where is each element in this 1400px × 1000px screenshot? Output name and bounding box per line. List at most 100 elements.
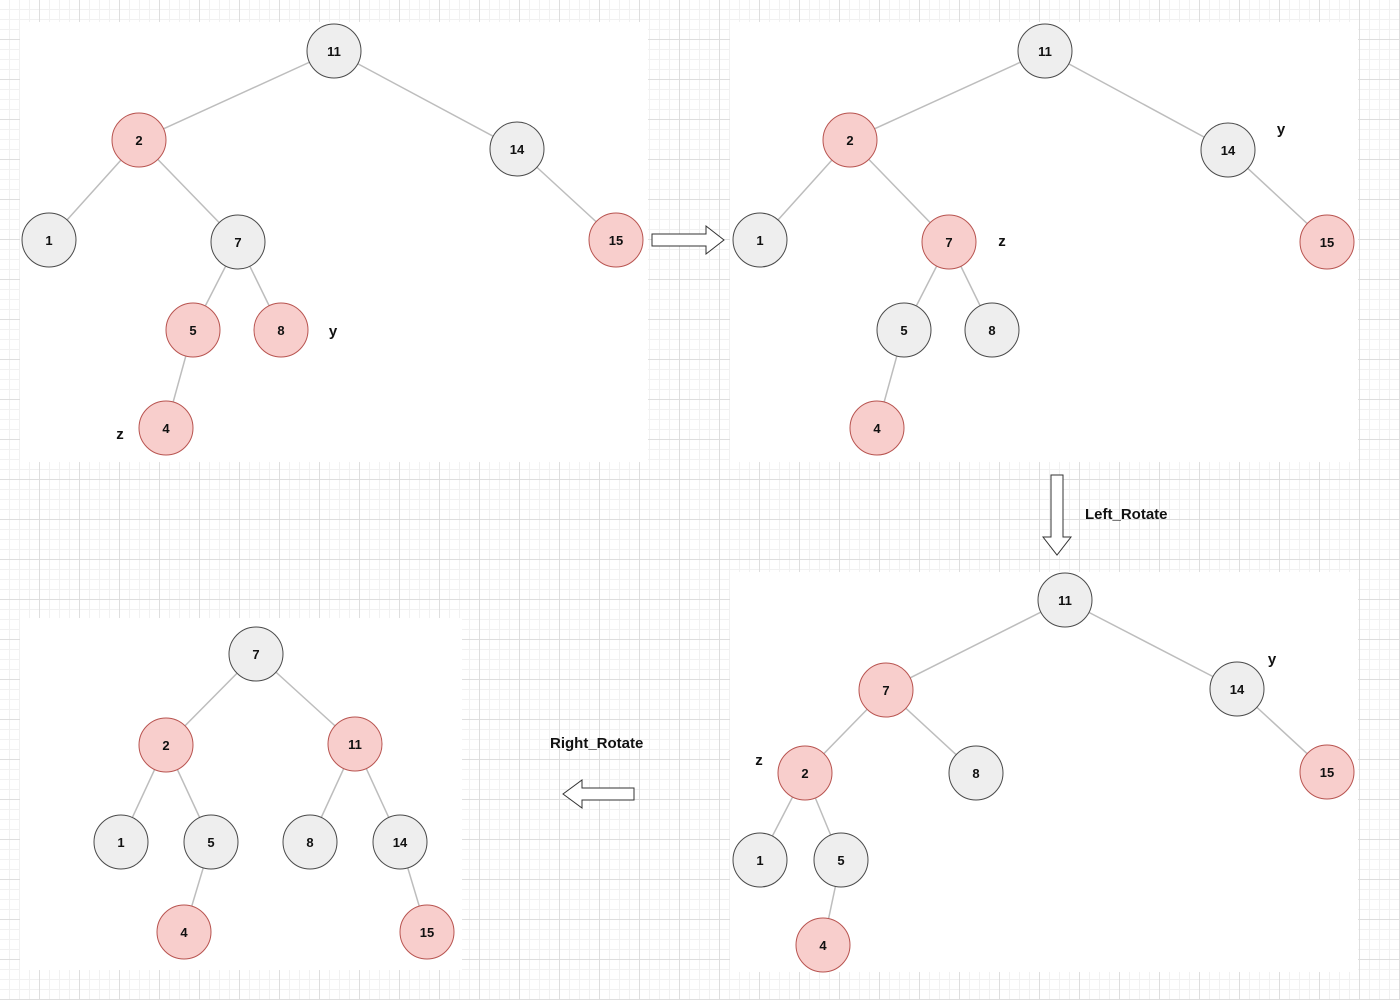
right-rotate-label: Right_Rotate [550,735,644,752]
node-key: 7 [234,235,241,250]
tree-2-marker-y: y [1277,121,1286,138]
node-key: 5 [189,323,196,338]
node-key: 5 [837,853,844,868]
tree-4-node-15: 15 [399,904,455,960]
tree-1-node-5: 5 [165,302,221,358]
tree-1-edge-11-14 [333,50,518,150]
panel-tree-3 [730,572,1358,972]
node-key: 5 [207,835,214,850]
left-arrow-icon [562,779,635,809]
node-circle [489,121,545,177]
node-circle [795,917,851,973]
tree-1-node-15: 15 [588,212,644,268]
node-key: 11 [1058,593,1072,608]
tree-4-node-14: 14 [372,814,428,870]
tree-4-node-11: 11 [327,716,383,772]
node-key: 2 [801,766,808,781]
node-key: 1 [117,835,124,850]
tree-3-node-15: 15 [1299,744,1355,800]
tree-3-node-4: 4 [795,917,851,973]
tree-1-node-11: 11 [306,23,362,79]
tree-3-node-2: 2 [777,745,833,801]
node-circle [964,302,1020,358]
node-key: 15 [1320,765,1334,780]
tree-3-marker-y: y [1268,651,1277,668]
tree-4-node-4: 4 [156,904,212,960]
right-arrow-icon [651,224,725,256]
node-circle [21,212,77,268]
node-key: 4 [819,938,827,953]
node-circle [93,814,149,870]
tree-1-edge-11-2 [138,50,335,141]
node-circle [165,302,221,358]
node-key: 2 [162,738,169,753]
node-circle [306,23,362,79]
tree-2-node-11: 11 [1017,23,1073,79]
tree-3-edge-11-14 [1064,599,1238,690]
node-key: 15 [420,925,434,940]
node-circle [156,904,212,960]
tree-4-node-1: 1 [93,814,149,870]
tree-3-node-7: 7 [858,662,914,718]
node-circle [253,302,309,358]
tree-2-node-5: 5 [876,302,932,358]
tree-2-node-8: 8 [964,302,1020,358]
node-key: 15 [609,233,623,248]
node-key: 1 [756,233,763,248]
node-circle [327,716,383,772]
node-circle [822,112,878,168]
tree-3-node-14: 14 [1209,661,1265,717]
tree-1-node-1: 1 [21,212,77,268]
tree-2-node-15: 15 [1299,214,1355,270]
node-circle [858,662,914,718]
tree-2-node-1: 1 [732,212,788,268]
tree-1-marker-y: y [329,323,338,340]
tree-2-edge-11-14 [1044,50,1229,151]
node-circle [732,212,788,268]
node-key: 4 [180,925,188,940]
node-circle [813,832,869,888]
tree-4-node-8: 8 [282,814,338,870]
node-key: 14 [510,142,525,157]
tree-3-edge-11-7 [885,599,1066,691]
node-circle [1209,661,1265,717]
node-circle [732,832,788,888]
tree-1-node-2: 2 [111,112,167,168]
node-circle [138,400,194,456]
node-key: 4 [873,421,881,436]
node-key: 8 [277,323,284,338]
tree-2-edge-11-2 [849,50,1046,141]
node-key: 11 [1038,44,1052,59]
node-key: 8 [988,323,995,338]
node-key: 8 [306,835,313,850]
tree-1-node-7: 7 [210,214,266,270]
node-key: 2 [846,133,853,148]
node-circle [372,814,428,870]
node-circle [111,112,167,168]
node-circle [849,400,905,456]
tree-1-node-8: 8 [253,302,309,358]
panel-tree-1 [20,22,648,462]
node-circle [1017,23,1073,79]
node-key: 14 [393,835,408,850]
tree-3-marker-z: z [755,752,763,769]
node-key: 1 [756,853,763,868]
node-key: 11 [348,737,362,752]
node-key: 7 [252,647,259,662]
left-rotate-label: Left_Rotate [1085,506,1168,523]
node-key: 2 [135,133,142,148]
panel-tree-2 [730,22,1358,462]
node-circle [777,745,833,801]
tree-3-node-8: 8 [948,745,1004,801]
node-key: 11 [327,44,341,59]
node-circle [921,214,977,270]
tree-1-marker-z: z [116,426,124,443]
node-key: 7 [945,235,952,250]
tree-2-node-4: 4 [849,400,905,456]
tree-2-node-2: 2 [822,112,878,168]
node-circle [228,626,284,682]
node-circle [399,904,455,960]
